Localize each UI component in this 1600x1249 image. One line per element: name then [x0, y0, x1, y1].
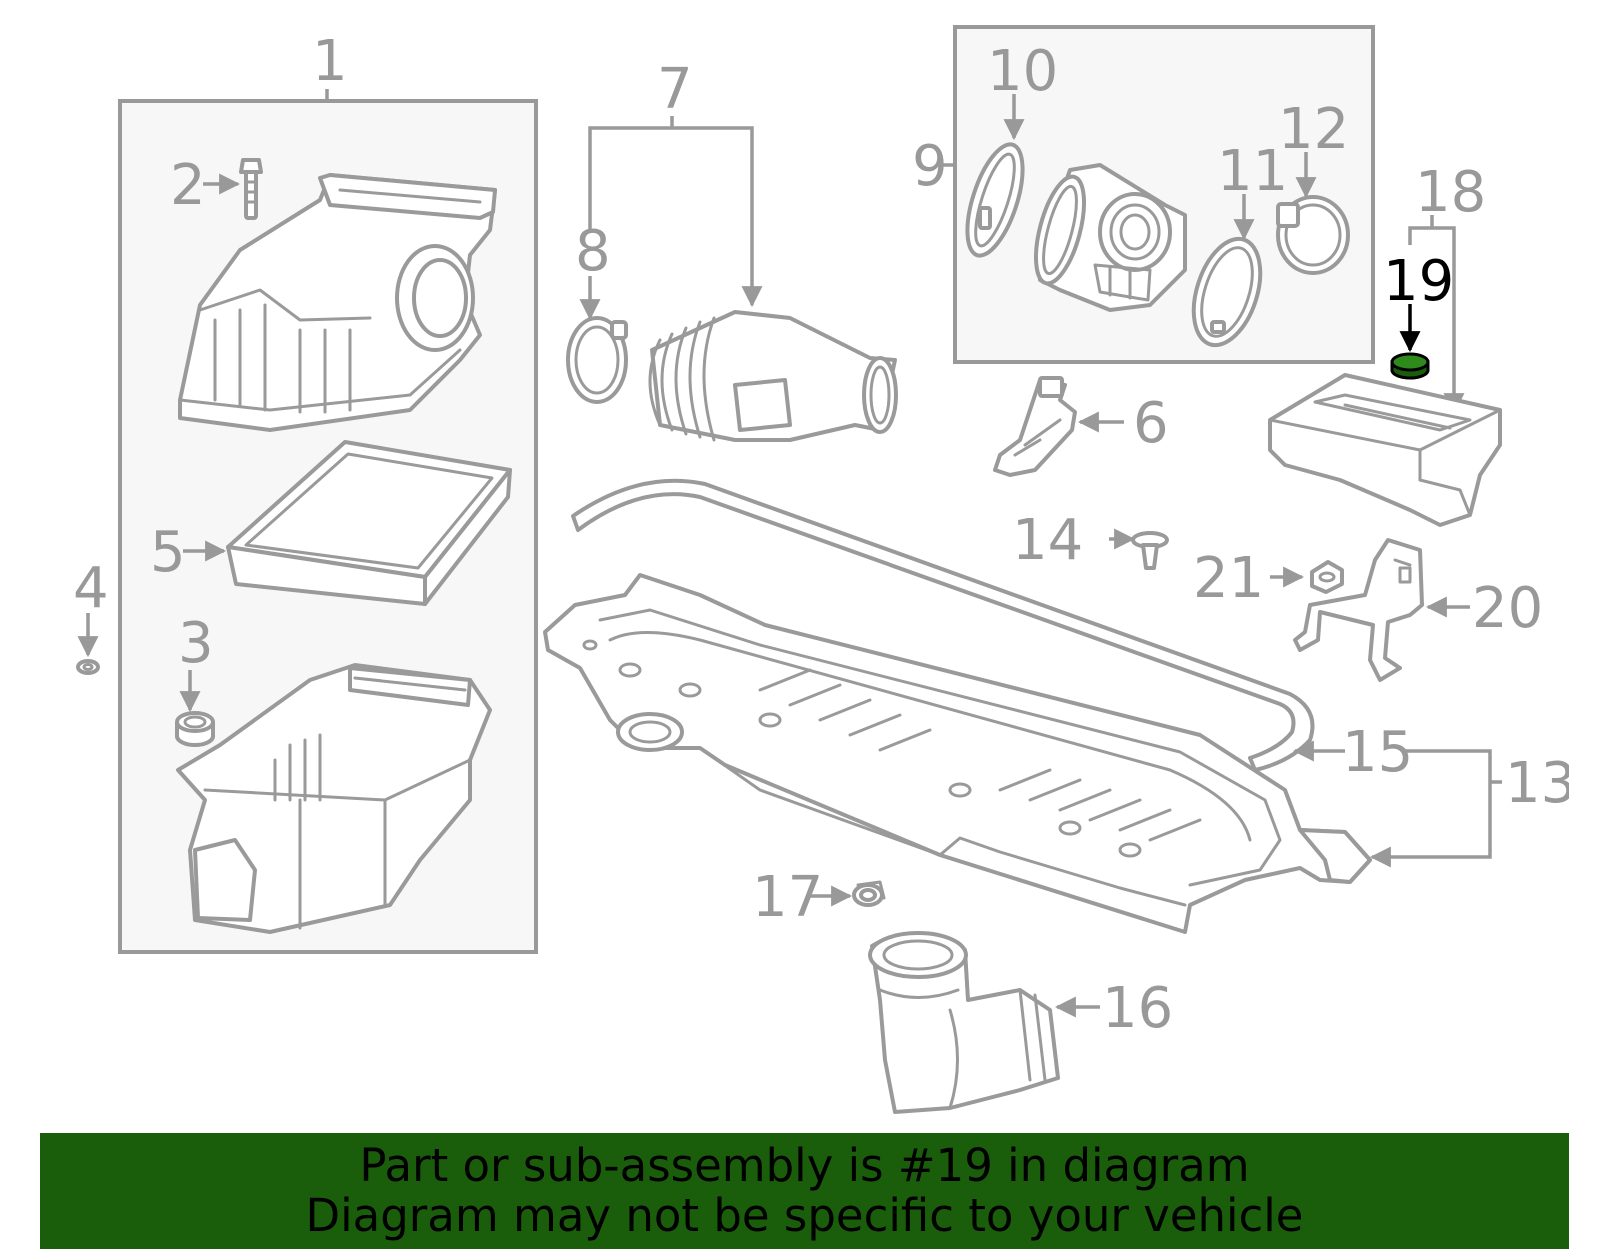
label-6: 6: [1133, 391, 1169, 456]
label-16: 16: [1102, 976, 1173, 1041]
label-8: 8: [575, 219, 611, 284]
right-margin: [1569, 0, 1600, 1133]
label-18: 18: [1415, 160, 1486, 225]
part-12-clamp[interactable]: [1276, 195, 1350, 275]
label-5: 5: [150, 520, 186, 585]
label-9: 9: [912, 134, 948, 199]
banner-line-2: Diagram may not be specific to your vehi…: [305, 1189, 1304, 1242]
part-18-resonator-cover[interactable]: [1268, 373, 1502, 527]
label-4: 4: [73, 556, 109, 621]
label-2: 2: [170, 153, 206, 218]
banner-line-1: Part or sub-assembly is #19 in diagram: [359, 1139, 1250, 1192]
label-1: 1: [312, 29, 348, 94]
part-17-clip[interactable]: [852, 880, 886, 907]
part-8-clamp[interactable]: [566, 316, 628, 404]
air-cleaner-cover: [178, 173, 497, 432]
label-21: 21: [1193, 546, 1264, 611]
label-20: 20: [1472, 576, 1543, 641]
label-10: 10: [987, 39, 1058, 104]
part-7-outlet-duct[interactable]: [648, 310, 898, 442]
part-10-seal-ring[interactable]: [956, 138, 1034, 262]
part-20-bracket[interactable]: [1293, 538, 1424, 682]
label-12: 12: [1278, 97, 1349, 162]
throttle-body-adapter: [1034, 163, 1187, 312]
label-15: 15: [1342, 720, 1413, 785]
label-13: 13: [1505, 751, 1576, 816]
label-17: 17: [752, 865, 823, 930]
part-15-seal-strip[interactable]: [571, 478, 1315, 772]
info-banner: Part or sub-assembly is #19 in diagram D…: [40, 1133, 1569, 1249]
part-21-nut[interactable]: [1310, 560, 1344, 594]
part-16-inlet-duct[interactable]: [868, 931, 1060, 1114]
part-11-seal-ring[interactable]: [1181, 230, 1272, 353]
label-3: 3: [178, 611, 214, 676]
label-7: 7: [657, 57, 693, 122]
part-5-filter-element[interactable]: [226, 440, 512, 606]
part-4-washer[interactable]: [76, 659, 100, 675]
label-19-highlighted: 19: [1383, 249, 1454, 314]
label-14: 14: [1012, 508, 1083, 573]
part-14-push-pin[interactable]: [1131, 531, 1169, 570]
part-6-sensor[interactable]: [993, 376, 1077, 477]
part-2-bolt[interactable]: [239, 158, 263, 220]
part-3-grommet[interactable]: [175, 711, 215, 747]
label-11: 11: [1217, 139, 1288, 204]
air-cleaner-lower-housing: [176, 663, 492, 934]
part-19-grommet-highlighted[interactable]: [1390, 352, 1430, 380]
part-13-lower-tray[interactable]: [543, 573, 1372, 934]
